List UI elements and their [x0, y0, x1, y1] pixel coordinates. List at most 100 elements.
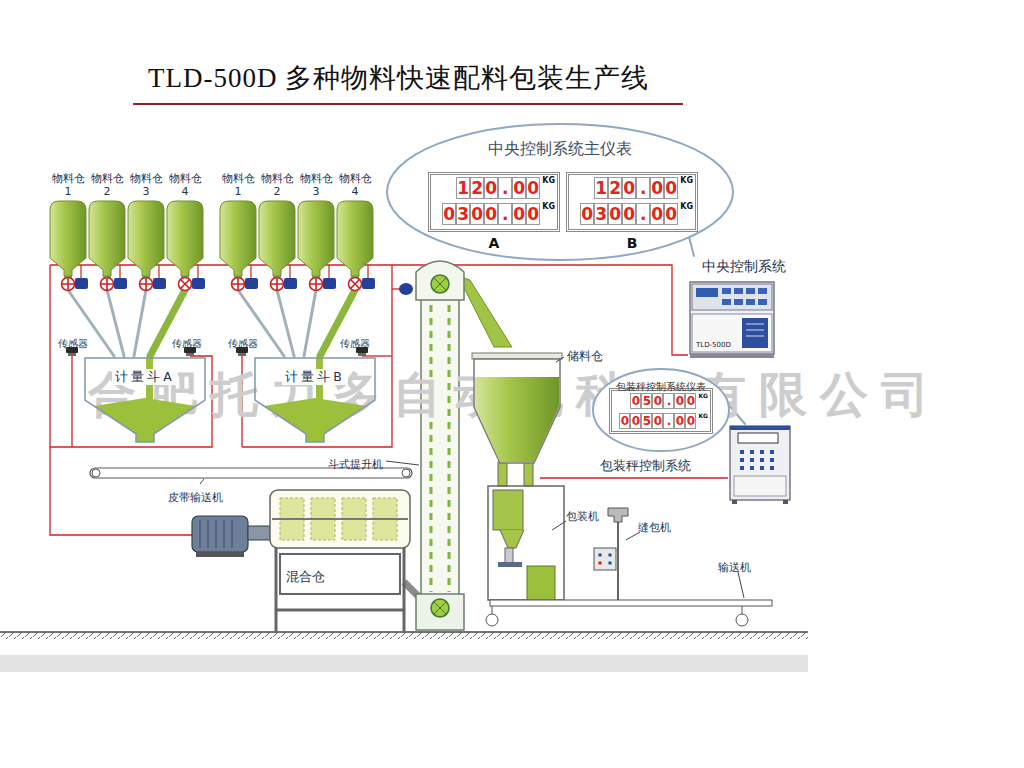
cabinet-button [722, 288, 731, 294]
bin-label: 物料仓 2 [257, 172, 297, 198]
cabinet-button [760, 458, 764, 462]
digit-cell: 2 [608, 177, 622, 199]
outfeed-conveyor [486, 572, 772, 626]
cabinet-button [770, 450, 774, 454]
mixer-label: 混合仓 [286, 569, 325, 585]
part-label: 缝包机 [638, 521, 671, 535]
path-graphic [416, 261, 464, 300]
control-cabinet: 包装秤控制系统 [600, 424, 795, 504]
path-graphic [458, 276, 512, 347]
digit-cell: 1 [594, 177, 608, 199]
digit-cell: . [498, 177, 512, 199]
cabinet-button [770, 466, 774, 470]
digit-cell: 0 [512, 177, 526, 199]
bin-body [220, 201, 256, 276]
text-slot: 物料仓 2 [87, 172, 127, 199]
text-slot: 包装秤控制系统 [600, 455, 691, 474]
digit-cell: 0 [674, 413, 685, 429]
bin-body [337, 201, 373, 276]
digit-cell: 2 [470, 177, 484, 199]
material-bin-outline [335, 200, 375, 276]
rect-graphic [490, 600, 772, 606]
material-pile [94, 398, 196, 442]
digit-cell: 0 [526, 177, 540, 199]
hopper-label: 计量斗A [112, 369, 178, 385]
mixer-window [280, 554, 400, 594]
packing-machine [488, 486, 566, 600]
rect-graphic [416, 594, 464, 630]
display-row: 0050.00KG [619, 413, 708, 429]
sensor-icons [66, 347, 368, 356]
weight-display: 120.00KG0300.00KGA [428, 172, 560, 252]
digit-cell: 0 [652, 413, 663, 429]
sensor-label: 传感器 [228, 337, 258, 350]
path-graphic [200, 520, 232, 548]
callout-title: 中央控制系统主仪表 [488, 139, 632, 159]
path-graphic [434, 602, 446, 614]
silo-body [474, 359, 560, 463]
text-slot: 传感器 [172, 332, 202, 351]
mixer-shaft [272, 518, 408, 520]
material-bin-outline [87, 200, 127, 276]
circle-graphic [92, 469, 100, 477]
display-tag: A [489, 235, 500, 252]
sensor-label: 传感器 [58, 337, 88, 350]
text-slot: 皮带输送机 [168, 486, 223, 505]
weight-display: 050.00KG 0050.00KG [609, 388, 713, 436]
digit-cell: 5 [641, 413, 652, 429]
control-cabinet: 中央控制系统 TLD-500D [688, 256, 808, 358]
weight-display: 120.00KG 0300.00KG B [566, 172, 698, 252]
text-slot: 包装机 [566, 505, 599, 524]
digit-cell: 0 [580, 203, 594, 225]
display-digits: 120.00 [456, 177, 540, 199]
display-row: 0300.00KG [580, 203, 693, 225]
text-slot: 计量斗B [252, 366, 378, 385]
digit-cell: 3 [456, 203, 470, 225]
rect-graphic [527, 566, 555, 600]
cabinet-lower-panel [734, 476, 786, 496]
bin-label: 物料仓 3 [296, 172, 336, 198]
callout-title: 包装秤控制系统仪表 [616, 381, 706, 393]
unit-label: KG [698, 393, 708, 399]
text-slot: 包装秤控制系统仪表 [592, 375, 730, 394]
rect-graphic [248, 526, 270, 540]
cabinet-button [740, 458, 744, 462]
digit-cell: 0 [652, 393, 663, 409]
material-bin-outline [257, 200, 297, 276]
material-bin: 物料仓 3 [296, 172, 336, 276]
text-slot: 物料仓 1 [218, 172, 258, 199]
material-bin: 物料仓 2 [257, 172, 297, 276]
digit-cell: 0 [685, 393, 696, 409]
digit-cell: 0 [685, 413, 696, 429]
digit-cell: 5 [641, 393, 652, 409]
display-tag: B [627, 235, 638, 252]
cabinet-button [740, 450, 744, 454]
text-slot: 传感器 [340, 332, 370, 351]
hopper-body [85, 358, 205, 442]
model-label: TLD-500D [696, 341, 731, 350]
digit-cell: 0 [512, 203, 526, 225]
text-slot: 物料仓 3 [296, 172, 336, 199]
display-row: 120.00KG [594, 177, 693, 199]
material-bin-outline [296, 200, 336, 276]
text-slot: TLD-500D [696, 332, 731, 351]
text-slot: 物料仓 1 [48, 172, 88, 199]
rect-graphic [192, 516, 248, 552]
digit-cell: . [636, 177, 650, 199]
line-graphic [492, 606, 493, 614]
display-digits: 050.00 [630, 393, 696, 409]
weigh-hopper: 计量斗A [82, 356, 208, 442]
digit-cell: 0 [674, 393, 685, 409]
text-slot: 传感器 [228, 332, 258, 351]
text-slot: 计量斗A [82, 366, 208, 385]
line-graphic [430, 305, 433, 592]
material-bin: 物料仓 4 [165, 172, 205, 276]
bin-body [128, 201, 164, 276]
digit-cell: 0 [484, 177, 498, 199]
system-label: 中央控制系统 [702, 258, 786, 275]
text-slot: B [566, 233, 698, 252]
cabinet-screen [696, 288, 718, 297]
path-graphic [540, 477, 728, 478]
material-bin: 物料仓 1 [218, 172, 258, 276]
path-graphic [434, 278, 446, 290]
